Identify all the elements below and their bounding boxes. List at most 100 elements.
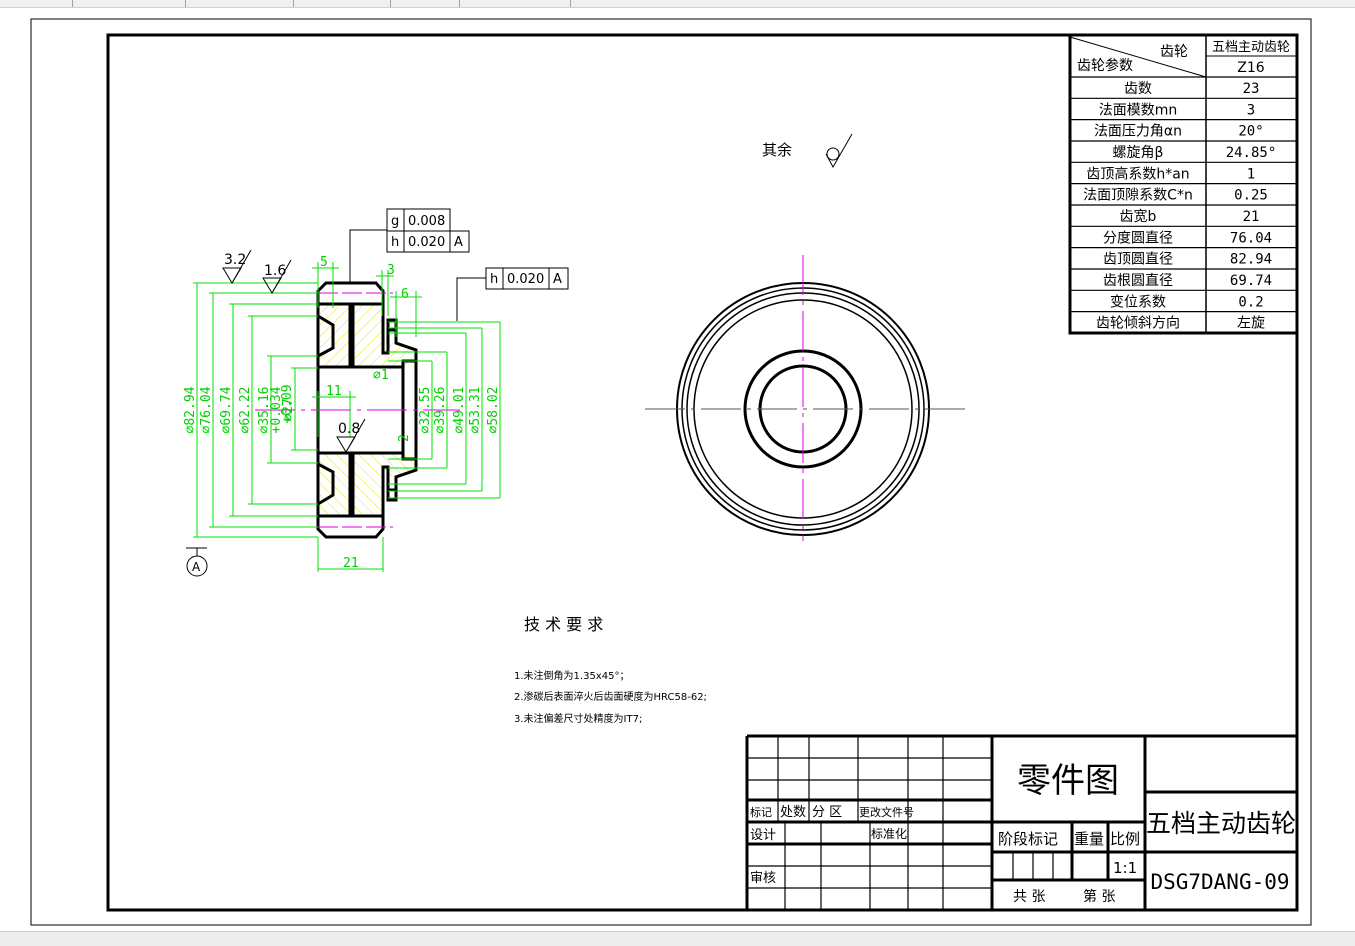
param-label: 齿顶圆直径 (1103, 251, 1173, 268)
svg-text:第 张: 第 张 (1083, 888, 1115, 905)
svg-text:标准化: 标准化 (871, 827, 907, 841)
param-label: 螺旋角β (1113, 145, 1164, 161)
tolerance-label: +0.034 (269, 386, 284, 433)
param-value: 0.25 (1234, 188, 1268, 204)
tolerance-datum: A (553, 272, 562, 287)
status-bar (0, 931, 1355, 946)
param-label: 分度圆直径 (1103, 229, 1173, 246)
svg-text:设计: 设计 (750, 828, 776, 843)
dimension-label: ∅39.26 (433, 387, 448, 434)
param-label: 齿宽b (1120, 208, 1157, 225)
datum-symbol: A (186, 547, 208, 577)
roughness-symbol: 3.2 (222, 249, 252, 284)
svg-text:标记: 标记 (750, 805, 772, 819)
drawing-border (106, 33, 1299, 912)
param-label: 法面模数mn (1099, 102, 1178, 118)
document-tab-bar (0, 0, 1355, 8)
svg-text:A: A (192, 560, 201, 574)
param-label: 齿顶高系数h*an (1086, 165, 1189, 182)
dimension-label: 3 (387, 263, 395, 278)
svg-text:1.6: 1.6 (264, 263, 286, 279)
roughness-symbol-other (825, 133, 853, 169)
param-label: 齿轮倾斜方向 (1096, 316, 1180, 332)
scale-value: 1:1 (1113, 859, 1137, 877)
param-value: 82.94 (1230, 252, 1272, 268)
svg-text:阶段标记: 阶段标记 (998, 830, 1058, 848)
tolerance-symbol: h (391, 235, 399, 250)
dimension-label: ∅35.16 (257, 387, 272, 434)
svg-text:比例: 比例 (1110, 830, 1140, 848)
document-tab[interactable] (186, 0, 294, 7)
gear-parameter-table: 齿轮 齿轮参数 五档主动齿轮 Z16 齿数 23 法面模数mn 3 法面压力角αn 20°… (1068, 33, 1299, 335)
param-label: 齿数 (1124, 81, 1152, 97)
roughness-symbol: 0.8 (336, 418, 366, 453)
param-value: 23 (1243, 81, 1260, 97)
param-value: 20° (1238, 124, 1263, 140)
drawing-type: 零件图 (1017, 761, 1119, 801)
table-header: 齿轮参数 (1077, 57, 1133, 74)
dimension-label: ∅49.01 (452, 387, 467, 434)
svg-text:处数: 处数 (780, 805, 806, 820)
svg-text:3.2: 3.2 (224, 252, 246, 268)
table-header: Z16 (1237, 60, 1264, 76)
tolerance-value: 0.020 (507, 272, 544, 287)
dimension-label: ∅27 (281, 398, 296, 421)
drawing-number: DSG7DANG-09 (1150, 870, 1289, 894)
roughness-symbol: 1.6 (262, 259, 292, 294)
other-roughness-label: 其余 (762, 141, 792, 159)
dimension-label: 11 (326, 384, 342, 399)
tech-requirement-item: 1.未注倒角为1.35x45°； (514, 669, 629, 682)
table-header: 齿轮 (1160, 44, 1188, 60)
document-tab[interactable] (0, 0, 73, 7)
tolerance-frame-2: h 0.020 A (456, 267, 569, 321)
param-value: 24.85° (1226, 145, 1277, 161)
dimension-label: 21 (343, 556, 359, 571)
param-value: 69.74 (1230, 273, 1272, 289)
dimension-label: 5 (320, 255, 328, 270)
dimension-label: ∅69.74 (219, 386, 234, 433)
sheet-outer-frame (30, 18, 1312, 926)
dimension-label: ∅76.04 (199, 386, 214, 433)
param-label: 法面顶隙系数C*n (1083, 188, 1193, 204)
dimension-label: ∅62.22 (238, 387, 253, 434)
dimension-label: ∅32.55 (418, 387, 433, 434)
param-value: 76.04 (1230, 230, 1272, 246)
tolerance-frame-1: g 0.008 h 0.020 A (349, 208, 470, 283)
svg-text:0.8: 0.8 (338, 421, 360, 437)
tolerance-label: +0.09 (280, 384, 295, 423)
dimension-label: ∅82.94 (183, 386, 198, 433)
param-value: 3 (1247, 102, 1255, 118)
document-tab[interactable] (391, 0, 460, 7)
tolerance-value: 0.008 (408, 214, 445, 229)
dimension-label: 6 (401, 287, 409, 302)
dimension-label: 2 (397, 434, 412, 442)
title-block: 标记 处数 分 区 更改文件号 设计 标准化 审核 零件图 阶段标记 重量 比例… (745, 734, 1297, 910)
table-header: 五档主动齿轮 (1212, 40, 1290, 55)
dimension-label: ∅1 (373, 368, 389, 383)
param-label: 齿根圆直径 (1103, 272, 1173, 289)
param-value: 左旋 (1237, 316, 1265, 332)
document-tab[interactable] (294, 0, 391, 7)
tech-requirement-item: 3.未注偏差尺寸处精度为IT7; (514, 712, 642, 725)
tech-requirement-item: 2.渗碳后表面淬火后齿面硬度为HRC58-62; (514, 690, 707, 703)
gear-front-view (645, 255, 965, 541)
param-label: 法面压力角αn (1094, 124, 1182, 140)
tech-requirements-title: 技 术 要 求 (524, 615, 603, 634)
tolerance-symbol: g (391, 214, 399, 229)
part-name: 五档主动齿轮 (1146, 809, 1296, 838)
dimension-lines: ∅82.94∅76.04∅69.74∅62.22∅35.16∅27∅32.55∅… (183, 255, 501, 572)
svg-text:共 张: 共 张 (1013, 889, 1045, 905)
tolerance-symbol: h (490, 272, 498, 287)
document-tab[interactable] (73, 0, 186, 7)
dimension-label: ∅58.02 (486, 387, 501, 434)
svg-text:审核: 审核 (750, 871, 776, 886)
tolerance-datum: A (454, 235, 463, 250)
dimension-label: ∅53.31 (468, 387, 483, 434)
param-value: 0.2 (1238, 294, 1263, 310)
svg-text:重量: 重量 (1074, 830, 1104, 848)
svg-text:更改文件号: 更改文件号 (859, 805, 914, 819)
document-tab[interactable] (460, 0, 571, 7)
param-value: 1 (1247, 166, 1255, 182)
tolerance-value: 0.020 (408, 235, 445, 250)
